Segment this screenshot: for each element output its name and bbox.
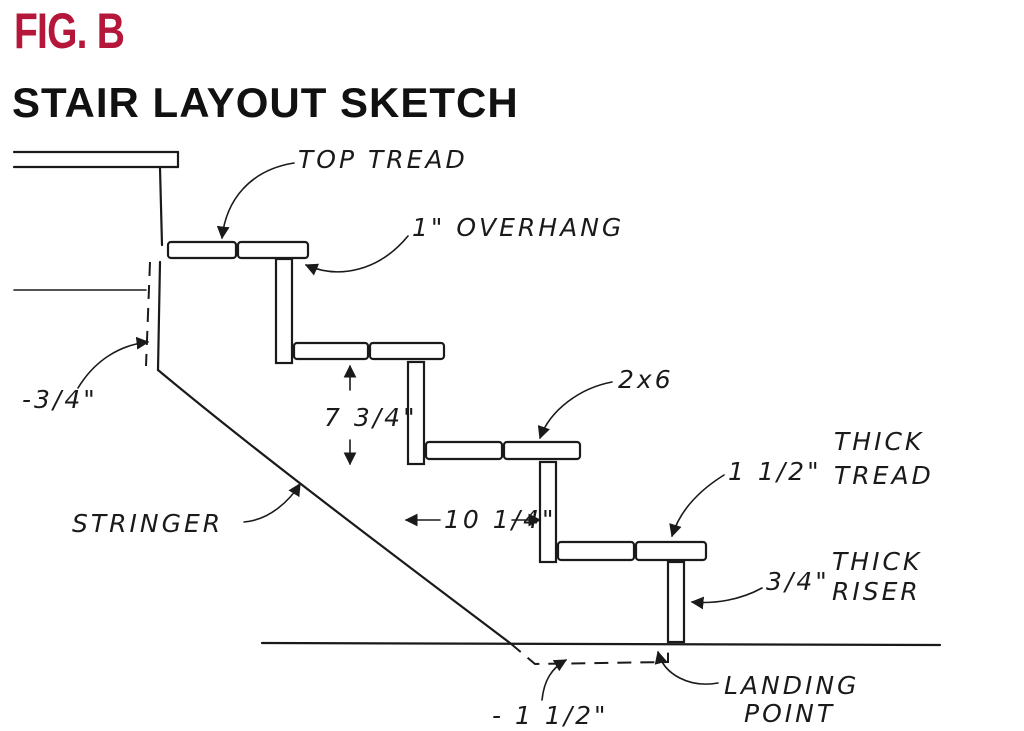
thick-tread-label-line1: THICK xyxy=(834,427,924,456)
stringer-leader xyxy=(243,482,301,523)
bottom-offset-leader xyxy=(541,659,568,701)
top-offset-label: -3/4" xyxy=(22,385,98,414)
stringer-label: STRINGER xyxy=(72,509,223,538)
tread-board xyxy=(502,440,582,461)
tread-2 xyxy=(292,341,446,361)
riser-thickness-label: 3/4" xyxy=(766,567,830,596)
riser-board xyxy=(406,360,426,466)
landing-leader xyxy=(654,650,719,685)
thick-riser-label-line2: RISER xyxy=(832,577,921,606)
riser-board xyxy=(274,257,294,365)
ground-line xyxy=(260,641,942,647)
figure-label: FIG. B xyxy=(14,3,125,59)
lumber-leader xyxy=(537,381,613,440)
bottom-offset-label: - 1 1/2" xyxy=(492,701,609,730)
tread-thickness-leader xyxy=(669,474,725,538)
tread-board xyxy=(368,341,446,361)
run-label: 10 1/4" xyxy=(444,505,557,534)
figure-title: STAIR LAYOUT SKETCH xyxy=(12,79,519,126)
lumber-label: 2x6 xyxy=(618,365,674,394)
tread-board xyxy=(292,341,370,361)
tread-4 xyxy=(556,540,708,562)
thick-tread-label-line2: TREAD xyxy=(834,461,934,490)
overhang-leader xyxy=(304,235,409,276)
tread-thickness-label: 1 1/2" xyxy=(728,457,822,486)
landing-label-line1: LANDING xyxy=(724,671,859,700)
tread-board xyxy=(236,240,310,260)
tread-board xyxy=(166,240,238,260)
overhang-label: 1" OVERHANG xyxy=(412,213,624,242)
tread-3 xyxy=(424,440,582,461)
rise-label: 7 3/4" xyxy=(324,403,418,432)
top-tread xyxy=(166,240,310,260)
stringer-line xyxy=(156,368,512,645)
deck-structure xyxy=(12,150,180,372)
riser-board xyxy=(666,560,686,644)
top-offset-dashed-line xyxy=(145,261,151,367)
riser-leader xyxy=(690,587,763,610)
top-tread-label: TOP TREAD xyxy=(298,145,468,174)
landing-label-line2: POINT xyxy=(744,699,835,728)
tread-board xyxy=(634,540,708,562)
bottom-offset-dashed-line xyxy=(509,642,669,666)
riser-board xyxy=(538,460,558,564)
top-tread-leader xyxy=(216,162,295,240)
thick-riser-label-line1: THICK xyxy=(832,547,922,576)
tread-board xyxy=(424,440,504,461)
top-offset-leader xyxy=(77,336,150,389)
tread-board xyxy=(556,540,636,562)
